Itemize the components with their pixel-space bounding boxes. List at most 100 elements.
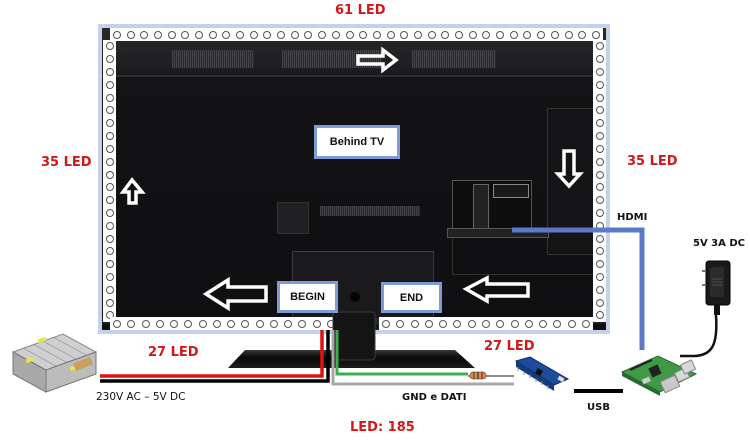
led xyxy=(509,30,518,39)
vent-grille xyxy=(320,206,420,216)
begin-label: BEGIN xyxy=(277,281,338,313)
led xyxy=(105,80,114,89)
total-led-count: LED: 185 xyxy=(350,420,415,435)
led-strip-bottom-left xyxy=(110,317,338,330)
panel-seam xyxy=(102,75,606,77)
led xyxy=(468,30,477,39)
led xyxy=(105,55,114,64)
led xyxy=(595,93,604,102)
wall-adapter-icon xyxy=(702,260,731,315)
right-led-count: 35 LED xyxy=(627,154,678,169)
led xyxy=(595,260,604,269)
adapter-cable xyxy=(680,314,718,358)
led xyxy=(427,30,436,39)
gnd-dati-label: GND e DATI xyxy=(402,392,467,403)
led xyxy=(105,106,114,115)
led xyxy=(105,93,114,102)
led xyxy=(105,260,114,269)
led-strip-right xyxy=(593,40,606,322)
arrow-left-icon xyxy=(202,276,268,312)
led xyxy=(105,68,114,77)
led xyxy=(439,319,448,328)
led xyxy=(181,30,190,39)
led xyxy=(455,30,464,39)
led xyxy=(105,196,114,205)
led xyxy=(249,30,258,39)
led xyxy=(105,132,114,141)
led xyxy=(595,183,604,192)
led xyxy=(595,273,604,282)
led xyxy=(127,319,136,328)
top-led-count: 61 LED xyxy=(335,3,386,18)
led xyxy=(112,30,121,39)
led xyxy=(410,319,419,328)
led xyxy=(550,30,559,39)
arrow-up-icon xyxy=(119,177,146,205)
vesa-mount xyxy=(277,202,309,234)
led xyxy=(255,319,264,328)
led xyxy=(396,319,405,328)
led xyxy=(105,221,114,230)
led xyxy=(304,30,313,39)
led xyxy=(198,319,207,328)
led xyxy=(227,319,236,328)
bottom-right-led-count: 27 LED xyxy=(484,339,535,354)
led xyxy=(105,311,114,320)
led xyxy=(318,30,327,39)
led xyxy=(591,30,600,39)
led xyxy=(567,319,576,328)
stand-screw xyxy=(350,292,360,302)
led xyxy=(595,247,604,256)
arrow-left-icon xyxy=(462,275,530,305)
led xyxy=(105,208,114,217)
led xyxy=(184,319,193,328)
led xyxy=(595,68,604,77)
led xyxy=(241,319,250,328)
end-label: END xyxy=(381,282,442,313)
led xyxy=(105,247,114,256)
led xyxy=(105,234,114,243)
led xyxy=(595,298,604,307)
led xyxy=(496,30,505,39)
bottom-left-led-count: 27 LED xyxy=(148,345,199,360)
led xyxy=(105,42,114,51)
behind-tv-label: Behind TV xyxy=(314,125,400,159)
led-strip-bottom-right xyxy=(379,317,593,330)
led xyxy=(467,319,476,328)
led xyxy=(105,170,114,179)
led xyxy=(482,30,491,39)
led xyxy=(595,157,604,166)
led xyxy=(595,285,604,294)
led xyxy=(155,319,164,328)
arrow-down-icon xyxy=(554,149,584,189)
usb-label: USB xyxy=(587,402,610,413)
led xyxy=(595,80,604,89)
led xyxy=(595,208,604,217)
led xyxy=(523,30,532,39)
led xyxy=(269,319,278,328)
hdmi-ports xyxy=(447,228,549,238)
led xyxy=(236,30,245,39)
led xyxy=(113,319,122,328)
led xyxy=(105,183,114,192)
led xyxy=(510,319,519,328)
led xyxy=(298,319,307,328)
led xyxy=(345,30,354,39)
led xyxy=(140,30,149,39)
io-label-plate xyxy=(493,184,529,198)
led xyxy=(194,30,203,39)
resistor-icon xyxy=(469,371,487,380)
led xyxy=(105,119,114,128)
led xyxy=(595,55,604,64)
led xyxy=(212,319,221,328)
led xyxy=(595,234,604,243)
led xyxy=(126,30,135,39)
led xyxy=(386,30,395,39)
left-led-count: 35 LED xyxy=(41,155,92,170)
hdmi-cable xyxy=(512,227,645,350)
led xyxy=(413,30,422,39)
led xyxy=(105,144,114,153)
